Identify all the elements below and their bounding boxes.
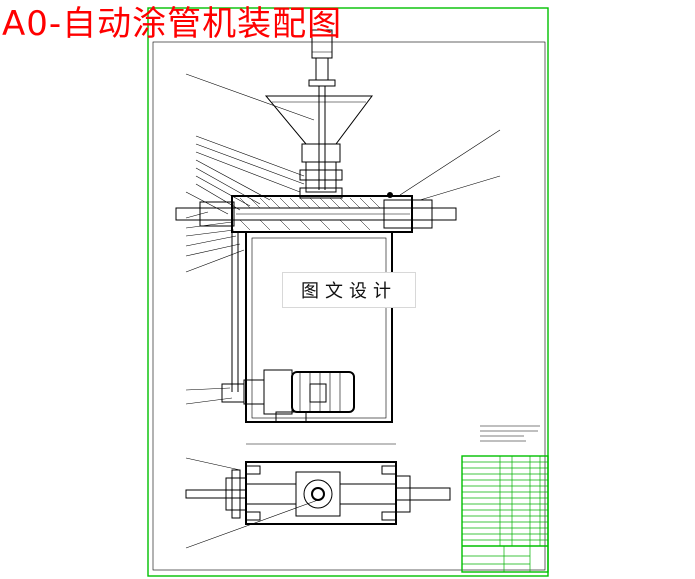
technical-notes (480, 425, 540, 442)
leader-lines-right (399, 129, 501, 201)
drawing-title: A0-自动涂管机装配图 (2, 4, 343, 44)
watermark: 图文设计 (282, 272, 416, 308)
drawing-border (147, 7, 549, 577)
hopper (264, 95, 373, 199)
plan-view (185, 443, 451, 525)
motor (221, 369, 355, 423)
support-frame (231, 231, 393, 423)
title-block (461, 455, 549, 573)
feed-column (308, 29, 336, 190)
inner-frame (152, 41, 546, 571)
leader-lines-left (185, 73, 319, 549)
